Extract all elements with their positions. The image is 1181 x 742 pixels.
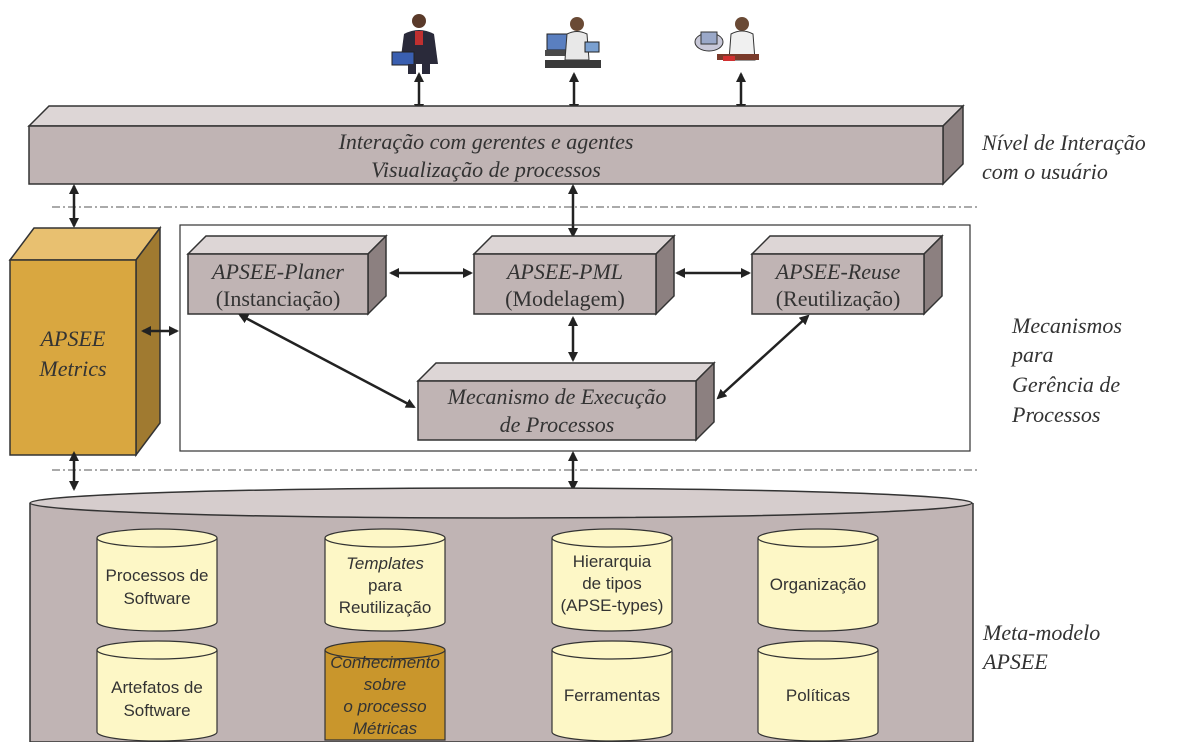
interaction-bar-line1: Interação com gerentes e agentes [338, 129, 634, 154]
repo-templates-reutilizacao: Templates para Reutilização [324, 528, 446, 632]
level-label-metamodel: Meta-modelo APSEE [981, 620, 1100, 674]
interaction-bar-line2: Visualização de processos [371, 157, 601, 182]
repo-ferramentas: Ferramentas [551, 640, 673, 742]
repo-hierarquia-line2: de tipos [582, 574, 642, 593]
repo-processos-line2: Software [123, 589, 190, 608]
repo-templates-line2: para [368, 576, 403, 595]
repo-processos-line1: Processos de [106, 566, 209, 585]
level-label-interaction-line1: Nível de Interação [981, 130, 1146, 155]
apsee-reuse-title: APSEE-Reuse [774, 259, 901, 284]
apsee-pml-box: APSEE-PML (Modelagem) [472, 234, 676, 316]
agent-at-desk-icon [694, 17, 759, 61]
repo-organizacao-line1: Organização [770, 575, 866, 594]
repo-conhecimento-metricas: Conhecimento sobre o processo Métricas [324, 640, 446, 741]
repo-conhecimento-line3: o processo [343, 697, 426, 716]
apsee-reuse-subtitle: (Reutilização) [776, 286, 901, 311]
apsee-pml-subtitle: (Modelagem) [505, 286, 625, 311]
repo-artefatos-line1: Artefatos de [111, 678, 203, 697]
apsee-metrics-line1: APSEE [39, 326, 106, 351]
apsee-metrics-line2: Metrics [38, 356, 106, 381]
agent-at-computer-icon [545, 17, 601, 68]
repo-processos-software: Processos de Software [96, 528, 218, 632]
repo-templates-line1: Templates [346, 554, 424, 573]
apsee-pml-title: APSEE-PML [505, 259, 623, 284]
level-label-mechanisms-line3: Gerência de [1012, 372, 1120, 397]
repo-artefatos-line2: Software [123, 701, 190, 720]
repo-artefatos-software: Artefatos de Software [96, 640, 218, 742]
repo-hierarquia-line1: Hierarquia [573, 552, 652, 571]
apsee-planer-subtitle: (Instanciação) [216, 286, 341, 311]
repo-templates-line3: Reutilização [339, 598, 432, 617]
execution-mechanism-line2: de Processos [500, 412, 615, 437]
repo-hierarquia-tipos: Hierarquia de tipos (APSE-types) [551, 528, 673, 632]
apsee-planer-title: APSEE-Planer [210, 259, 344, 284]
execution-mechanism-line1: Mecanismo de Execução [447, 384, 667, 409]
apsee-reuse-box: APSEE-Reuse (Reutilização) [750, 234, 944, 316]
level-label-metamodel-line1: Meta-modelo [982, 620, 1100, 645]
repo-organizacao: Organização [757, 528, 879, 632]
level-label-mechanisms-line2: para [1010, 342, 1054, 367]
manager-person-icon [391, 14, 438, 74]
repo-conhecimento-line4: Métricas [353, 719, 418, 738]
repo-conhecimento-line1: Conhecimento [330, 653, 440, 672]
repo-politicas-line1: Políticas [786, 686, 850, 705]
apsee-planer-box: APSEE-Planer (Instanciação) [186, 234, 388, 316]
level-label-interaction: Nível de Interação com o usuário [981, 130, 1146, 184]
apsee-metrics-box: APSEE Metrics [8, 225, 162, 458]
level-label-interaction-line2: com o usuário [982, 159, 1108, 184]
level-label-metamodel-line2: APSEE [981, 649, 1048, 674]
repo-ferramentas-line1: Ferramentas [564, 686, 660, 705]
repo-hierarquia-line3: (APSE-types) [561, 596, 664, 615]
repo-politicas: Políticas [757, 640, 879, 742]
level-label-mechanisms-line4: Processos [1011, 402, 1100, 427]
interaction-bar: Interação com gerentes e agentes Visuali… [27, 104, 965, 186]
repo-conhecimento-line2: sobre [364, 675, 407, 694]
meta-model-database [29, 487, 974, 742]
level-label-mechanisms-line1: Mecanismos [1011, 313, 1122, 338]
execution-mechanism-box: Mecanismo de Execução de Processos [416, 361, 716, 442]
level-label-mechanisms: Mecanismos para Gerência de Processos [1010, 313, 1122, 427]
